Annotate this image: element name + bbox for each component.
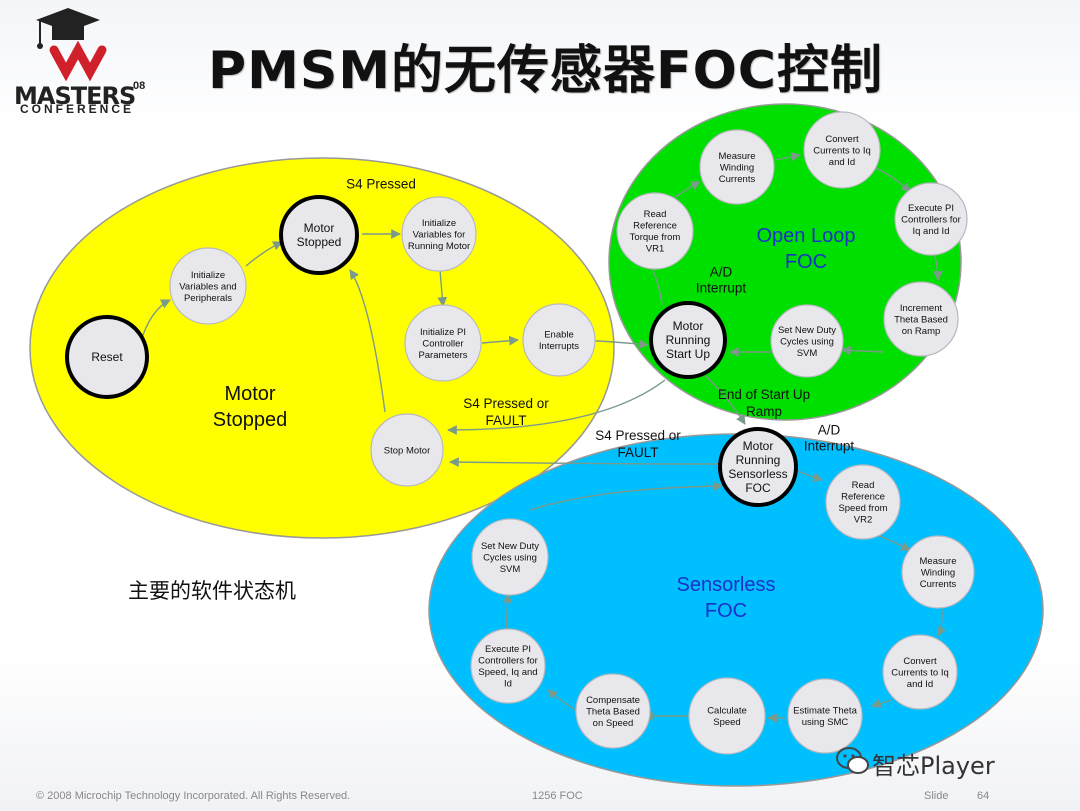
caption: 主要的软件状态机	[128, 579, 296, 603]
course-code: 1256 FOC	[532, 790, 583, 802]
state-stop-motor: Stop Motor	[370, 413, 444, 487]
slide-label: Slide	[924, 790, 949, 802]
logo-subtitle: CONFERENCE	[20, 102, 135, 116]
graduation-cap-icon	[36, 8, 107, 82]
state-label: Stop Motor	[384, 445, 430, 456]
page-title: PMSM的无传感器FOC控制	[208, 41, 883, 101]
logo-word: MASTERS	[14, 82, 136, 110]
copyright-text: © 2008 Microchip Technology Incorporated…	[36, 790, 351, 802]
state-reset: Reset	[65, 315, 149, 399]
masters-conference-logo: MASTERS 08 CONFERENCE	[6, 6, 156, 116]
wechat-icon	[836, 747, 869, 774]
slide-number: 64	[977, 790, 990, 802]
watermark-text: 智芯Player	[872, 752, 995, 780]
logo-year: 08	[133, 80, 146, 92]
transition-label-s4-pressed: S4 Pressed	[346, 177, 416, 192]
state-label: Reset	[91, 350, 123, 364]
